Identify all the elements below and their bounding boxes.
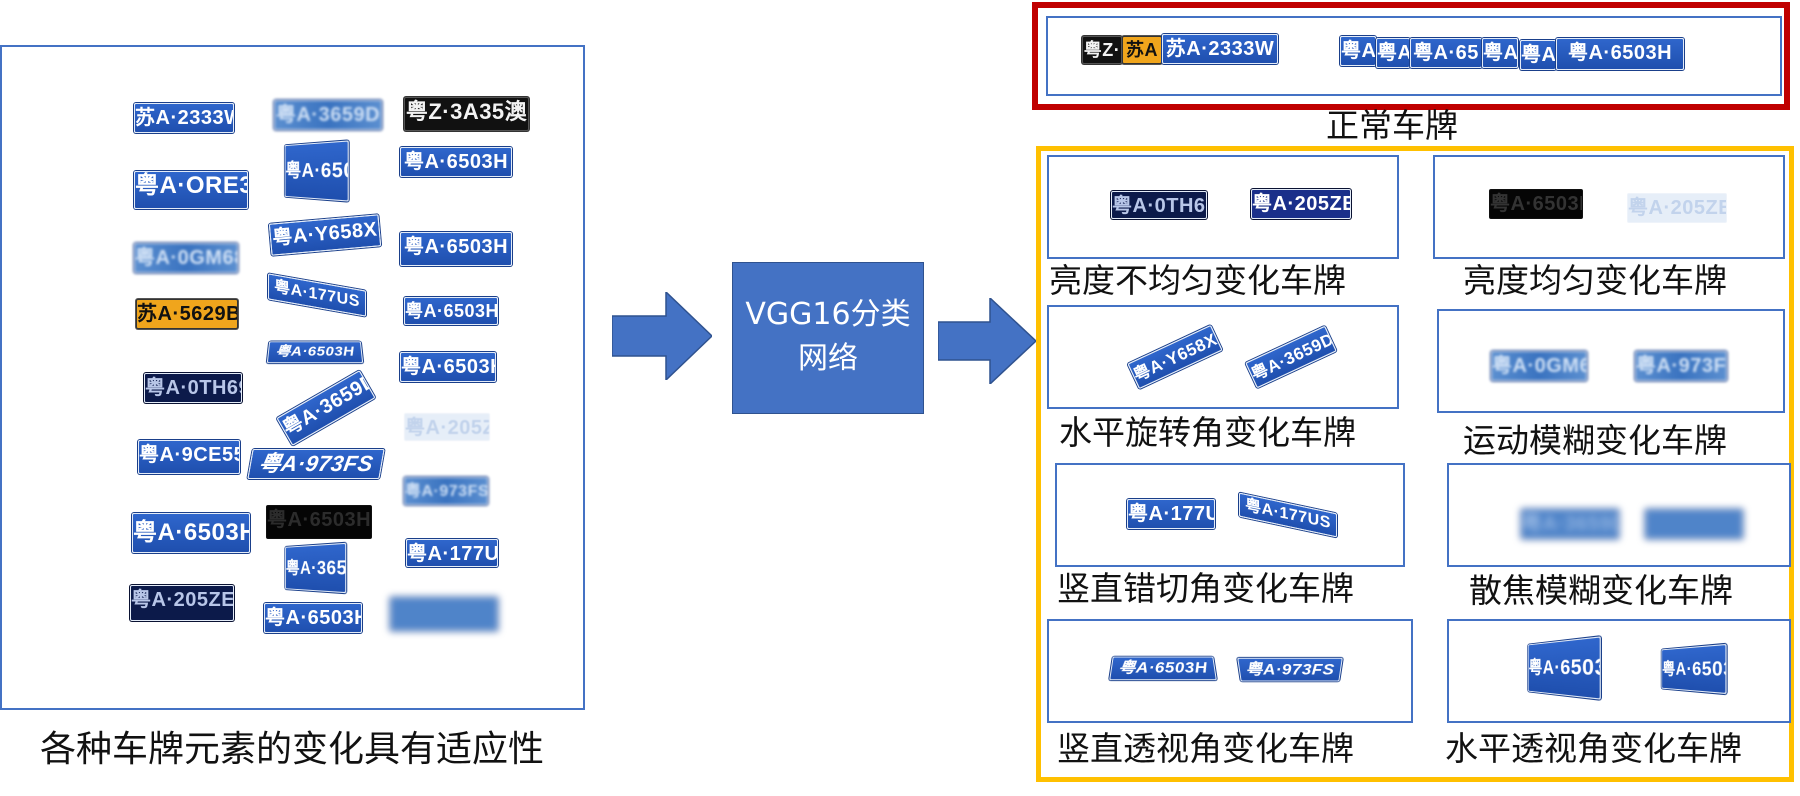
plate: 粤A·ORE33: [134, 171, 248, 209]
plate: 粤A·6503H: [264, 603, 362, 633]
plate: 粤A·6503H: [1109, 656, 1217, 681]
plate: 粤A·177US: [406, 539, 498, 567]
plate: 粤A·0TH69: [144, 373, 242, 403]
input-plates-panel: 苏A·2333W 粤A·3659D 粤Z·3A35澳 粤A·ORE33 粤A·6…: [0, 45, 585, 710]
variation-box: 粤A·6503H 粤A·973FS: [1047, 619, 1413, 723]
variation-caption: 亮度不均匀变化车牌: [1049, 261, 1346, 300]
normal-plates-caption: 正常车牌: [1326, 106, 1458, 145]
input-panel-caption: 各种车牌元素的变化具有适应性: [40, 729, 545, 770]
plate: 粤A·205ZE: [130, 585, 234, 621]
plate: 粤A·3659D: [285, 542, 347, 594]
plate: 粤A·177US: [1239, 492, 1337, 538]
variation-caption: 竖直透视角变化车牌: [1057, 729, 1354, 768]
plate: 粤A·6503H: [400, 147, 512, 177]
network-box: VGG16分类网络: [732, 262, 924, 414]
plate: 粤A·973FS: [247, 449, 385, 479]
plate: 粤Z·: [1082, 36, 1122, 64]
plate: 粤A·6503H: [266, 505, 372, 539]
plate: 粤A·6503H: [266, 341, 364, 364]
plate: 粤A·0GM68: [1491, 351, 1587, 381]
normal-plates-group: 粤Z· 苏A 苏A·2333W 粤A 粤A 粤A·65 粤A 粤A 粤A·650…: [1032, 2, 1790, 110]
plate: 粤A·6503H: [1661, 643, 1727, 695]
plate: [390, 597, 498, 631]
plate: 粤A·6503H: [132, 513, 250, 553]
plate: 粤A·973FS: [404, 477, 488, 505]
plate: 苏A·2333W: [134, 103, 234, 133]
plate: 粤A·3659D: [1245, 325, 1337, 389]
plate: 粤A·177US: [1127, 499, 1215, 529]
plate: 苏A·5629B: [136, 299, 238, 329]
plate: 粤A·6503H: [400, 232, 512, 266]
arrow-right-icon: [938, 298, 1036, 384]
plate: 粤A·6503H: [1556, 38, 1684, 70]
variation-caption: 竖直错切角变化车牌: [1057, 569, 1354, 608]
plate: 粤A·6503H: [400, 352, 496, 382]
plate: 粤A·973FS: [1237, 657, 1343, 682]
plate: 粤Z·3A35澳: [404, 97, 529, 131]
arrow-right-icon: [612, 292, 712, 380]
plate: 粤A: [1376, 38, 1410, 68]
plate: 粤A·65: [1410, 38, 1482, 68]
plate: 粤A·3659D: [1521, 509, 1619, 539]
variation-caption: 水平透视角变化车牌: [1445, 729, 1742, 768]
variation-caption: 运动模糊变化车牌: [1463, 421, 1727, 460]
plate: 粤A·Y658X: [1127, 324, 1223, 390]
plate: [1645, 509, 1743, 539]
variation-box: 粤A·Y658X 粤A·3659D: [1047, 305, 1399, 409]
variation-caption: 水平旋转角变化车牌: [1059, 413, 1356, 452]
plate: 粤A·9CE55: [138, 440, 240, 474]
plate: 粤A·205ZE: [1627, 193, 1727, 223]
plate: 粤A·177US: [268, 273, 366, 317]
plate: 粤A·205ZE: [1251, 189, 1351, 219]
variation-box: 粤A·3659D: [1447, 463, 1791, 567]
plate: 粤A·6503H: [404, 297, 498, 325]
plate: 粤A·0TH69: [1111, 191, 1207, 219]
plate: 粤A·3659D: [276, 370, 376, 446]
variation-box: 粤A·0TH69 粤A·205ZE: [1047, 155, 1399, 259]
variation-caption: 散焦模糊变化车牌: [1469, 571, 1733, 610]
plate: 粤A·Y658X: [268, 214, 382, 256]
plate: 粤A·205ZE: [404, 413, 490, 441]
plate: 粤A·6503H: [1489, 189, 1583, 219]
plate: 苏A·2333W: [1162, 34, 1278, 64]
variation-box: 粤A·6503H 粤A·6503H: [1447, 619, 1791, 723]
variation-box: 粤A·6503H 粤A·205ZE: [1433, 155, 1785, 259]
variation-caption: 亮度均匀变化车牌: [1463, 261, 1727, 300]
plate: 粤A·6503H: [1527, 636, 1601, 700]
variation-box: 粤A·0GM68 粤A·973FS: [1437, 309, 1785, 413]
variation-plates-group: 粤A·0TH69 粤A·205ZE 亮度不均匀变化车牌 粤A·6503H 粤A·…: [1036, 146, 1794, 782]
normal-plates-inner: 粤Z· 苏A 苏A·2333W 粤A 粤A 粤A·65 粤A 粤A 粤A·650…: [1046, 16, 1782, 96]
plate: 粤A·973FS: [1635, 351, 1727, 381]
plate: 粤A·0GM68: [134, 243, 238, 273]
plate: 粤A: [1340, 36, 1376, 66]
plate: 粤A: [1520, 40, 1556, 70]
plate: 苏A: [1122, 36, 1162, 64]
variation-box: 粤A·177US 粤A·177US: [1055, 463, 1405, 567]
plate: 粤A·6503H: [284, 140, 349, 202]
plate: 粤A·3659D: [274, 100, 382, 130]
plate: 粤A: [1482, 38, 1518, 68]
